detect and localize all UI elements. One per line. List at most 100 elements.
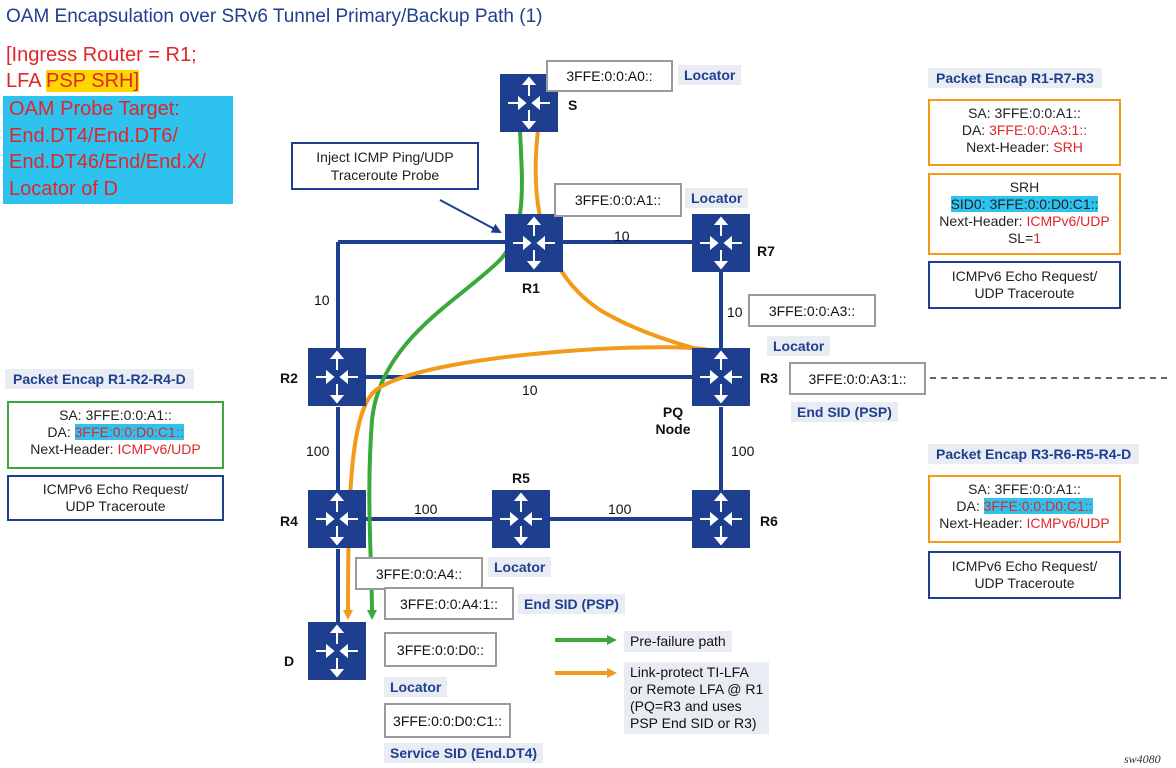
tag-d-service: Service SID (End.DT4) (384, 743, 544, 763)
legend-backup-line: or Remote LFA @ R1 (630, 681, 764, 697)
label-r5: R5 (512, 470, 530, 486)
address-s: 3FFE:0:0:A0:: (546, 60, 673, 92)
label-r4: R4 (280, 513, 298, 529)
router-d (308, 622, 366, 680)
address-d-sid: 3FFE:0:0:D0:C1:: (384, 703, 511, 738)
address-r4-sid: 3FFE:0:0:A4:1:: (384, 587, 514, 620)
packet-r1-r2-r4-d-payload: ICMPv6 Echo Request/ UDP Traceroute (7, 475, 224, 521)
router-r4 (308, 490, 366, 548)
legend-backup: Link-protect TI-LFA or Remote LFA @ R1 (… (624, 662, 770, 734)
packet-r1-r2-r4-d-header: SA: 3FFE:0:0:A1:: DA: 3FFE:0:0:D0:C1:: N… (7, 401, 224, 469)
address-r3: 3FFE:0:0:A3:: (748, 294, 876, 327)
lfa-highlight: PSP SRH] (46, 70, 140, 92)
metric-r3-r6: 100 (731, 443, 755, 459)
da-line: DA: 3FFE:0:0:D0:C1:: (9, 424, 222, 441)
tag-d-locator: Locator (384, 677, 448, 697)
sa-line: SA: 3FFE:0:0:A1:: (930, 105, 1119, 122)
da-label: DA: (961, 122, 986, 138)
label-r7: R7 (757, 243, 775, 259)
da-value: 3FFE:0:0:A3:1:: (989, 122, 1088, 138)
tag-r4-end-sid: End SID (PSP) (518, 594, 625, 614)
probe-line: Locator of D (9, 177, 118, 200)
sa-line: SA: 3FFE:0:0:A1:: (9, 407, 222, 424)
lfa-prefix: LFA (6, 70, 47, 92)
ingress-note: [Ingress Router = R1; LFA PSP SRH] (6, 42, 197, 94)
sl-value: 1 (1033, 230, 1042, 246)
figure-id: sw4080 (1124, 752, 1161, 766)
router-r2 (308, 348, 366, 406)
packet-r1-r7-r3-ipv6-header: SA: 3FFE:0:0:A1:: DA: 3FFE:0:0:A3:1:: Ne… (928, 99, 1121, 166)
label-r3: R3 (760, 370, 778, 386)
address-r4: 3FFE:0:0:A4:: (355, 557, 483, 590)
packet-r1-r2-r4-d-title: Packet Encap R1-R2-R4-D (5, 369, 194, 389)
metric-r2-r4: 100 (306, 443, 330, 459)
nh-line: Next-Header: ICMPv6/UDP (930, 515, 1119, 532)
da-value: 3FFE:0:0:D0:C1:: (983, 498, 1093, 514)
label-s: S (568, 97, 578, 113)
label-r2: R2 (280, 370, 298, 386)
nh-label: Next-Header: (30, 441, 114, 457)
ingress-line: [Ingress Router = R1; (6, 44, 197, 66)
sa-value: 3FFE:0:0:A1:: (994, 481, 1081, 497)
tag-r5-locator: Locator (488, 557, 552, 577)
payload-line: UDP Traceroute (974, 285, 1075, 301)
payload-line: ICMPv6 Echo Request/ (951, 268, 1098, 284)
nh-line: Next-Header: SRH (930, 139, 1119, 156)
packet-r3-r6-r5-r4-d-title: Packet Encap R3-R6-R5-R4-D (928, 444, 1140, 464)
packet-r1-r7-r3-srh: SRH SID0: 3FFE:0:0:D0:C1:: Next-Header: … (928, 173, 1121, 255)
metric-r1-r7: 10 (614, 228, 630, 244)
tag-s-locator: Locator (678, 65, 742, 85)
tag-r1-locator: Locator (685, 188, 749, 208)
label-r6: R6 (760, 513, 778, 529)
packet-r1-r7-r3-title: Packet Encap R1-R7-R3 (928, 68, 1102, 88)
label-d: D (284, 653, 295, 669)
page-title: OAM Encapsulation over SRv6 Tunnel Prima… (6, 6, 543, 27)
lfa-line: LFA PSP SRH] (6, 68, 197, 94)
sa-label: SA: (968, 105, 991, 121)
payload-line: ICMPv6 Echo Request/ (42, 481, 189, 497)
metric-r7-r3: 10 (727, 304, 743, 320)
pre-failure-path (366, 129, 524, 620)
sl-line: SL=1 (930, 230, 1119, 247)
metric-r1-r2: 10 (314, 292, 330, 308)
callout-pointer (439, 199, 502, 233)
router-r6 (692, 490, 750, 548)
sa-label: SA: (59, 407, 82, 423)
address-d: 3FFE:0:0:D0:: (384, 632, 497, 667)
metric-r2-r3: 10 (522, 382, 538, 398)
nh-value: SRH (1053, 139, 1083, 155)
probe-line: OAM Probe Target: (9, 98, 180, 120)
router-r7 (692, 214, 750, 272)
da-label: DA: (47, 424, 71, 440)
sa-value: 3FFE:0:0:A1:: (85, 407, 172, 423)
router-r5 (492, 490, 550, 548)
metric-r4-r5: 100 (414, 501, 438, 517)
sa-value: 3FFE:0:0:A1:: (994, 105, 1081, 121)
tag-r3-locator: Locator (767, 336, 831, 356)
probe-line: End.DT46/End/End.X/ (9, 151, 206, 173)
sa-line: SA: 3FFE:0:0:A1:: (930, 481, 1119, 498)
da-value: 3FFE:0:0:D0:C1:: (74, 424, 184, 440)
inject-probe-callout: Inject ICMP Ping/UDP Traceroute Probe (291, 142, 479, 190)
payload-line: UDP Traceroute (65, 498, 166, 514)
legend-backup-line: PSP End SID or R3) (630, 715, 757, 731)
da-line: DA: 3FFE:0:0:A3:1:: (930, 122, 1119, 139)
payload-line: ICMPv6 Echo Request/ (951, 558, 1098, 574)
da-label: DA: (956, 498, 980, 514)
legend-backup-line: Link-protect TI-LFA (630, 664, 749, 680)
da-line: DA: 3FFE:0:0:D0:C1:: (930, 498, 1119, 515)
payload-line: UDP Traceroute (974, 575, 1075, 591)
nh-value: ICMPv6/UDP (1026, 515, 1110, 531)
nh-value: ICMPv6/UDP (117, 441, 201, 457)
srh-nh-value: ICMPv6/UDP (1026, 213, 1110, 229)
address-r1: 3FFE:0:0:A1:: (554, 183, 682, 217)
sid0-line: SID0: 3FFE:0:0:D0:C1:: (930, 196, 1119, 213)
srh-nh-line: Next-Header: ICMPv6/UDP (930, 213, 1119, 230)
router-r3 (692, 348, 750, 406)
packet-r1-r7-r3-payload: ICMPv6 Echo Request/ UDP Traceroute (928, 261, 1121, 309)
nh-label: Next-Header: (966, 139, 1050, 155)
srh-nh-label: Next-Header: (939, 213, 1023, 229)
metric-r5-r6: 100 (608, 501, 632, 517)
probe-line: End.DT4/End.DT6/ (9, 124, 178, 147)
label-r1: R1 (522, 280, 540, 296)
